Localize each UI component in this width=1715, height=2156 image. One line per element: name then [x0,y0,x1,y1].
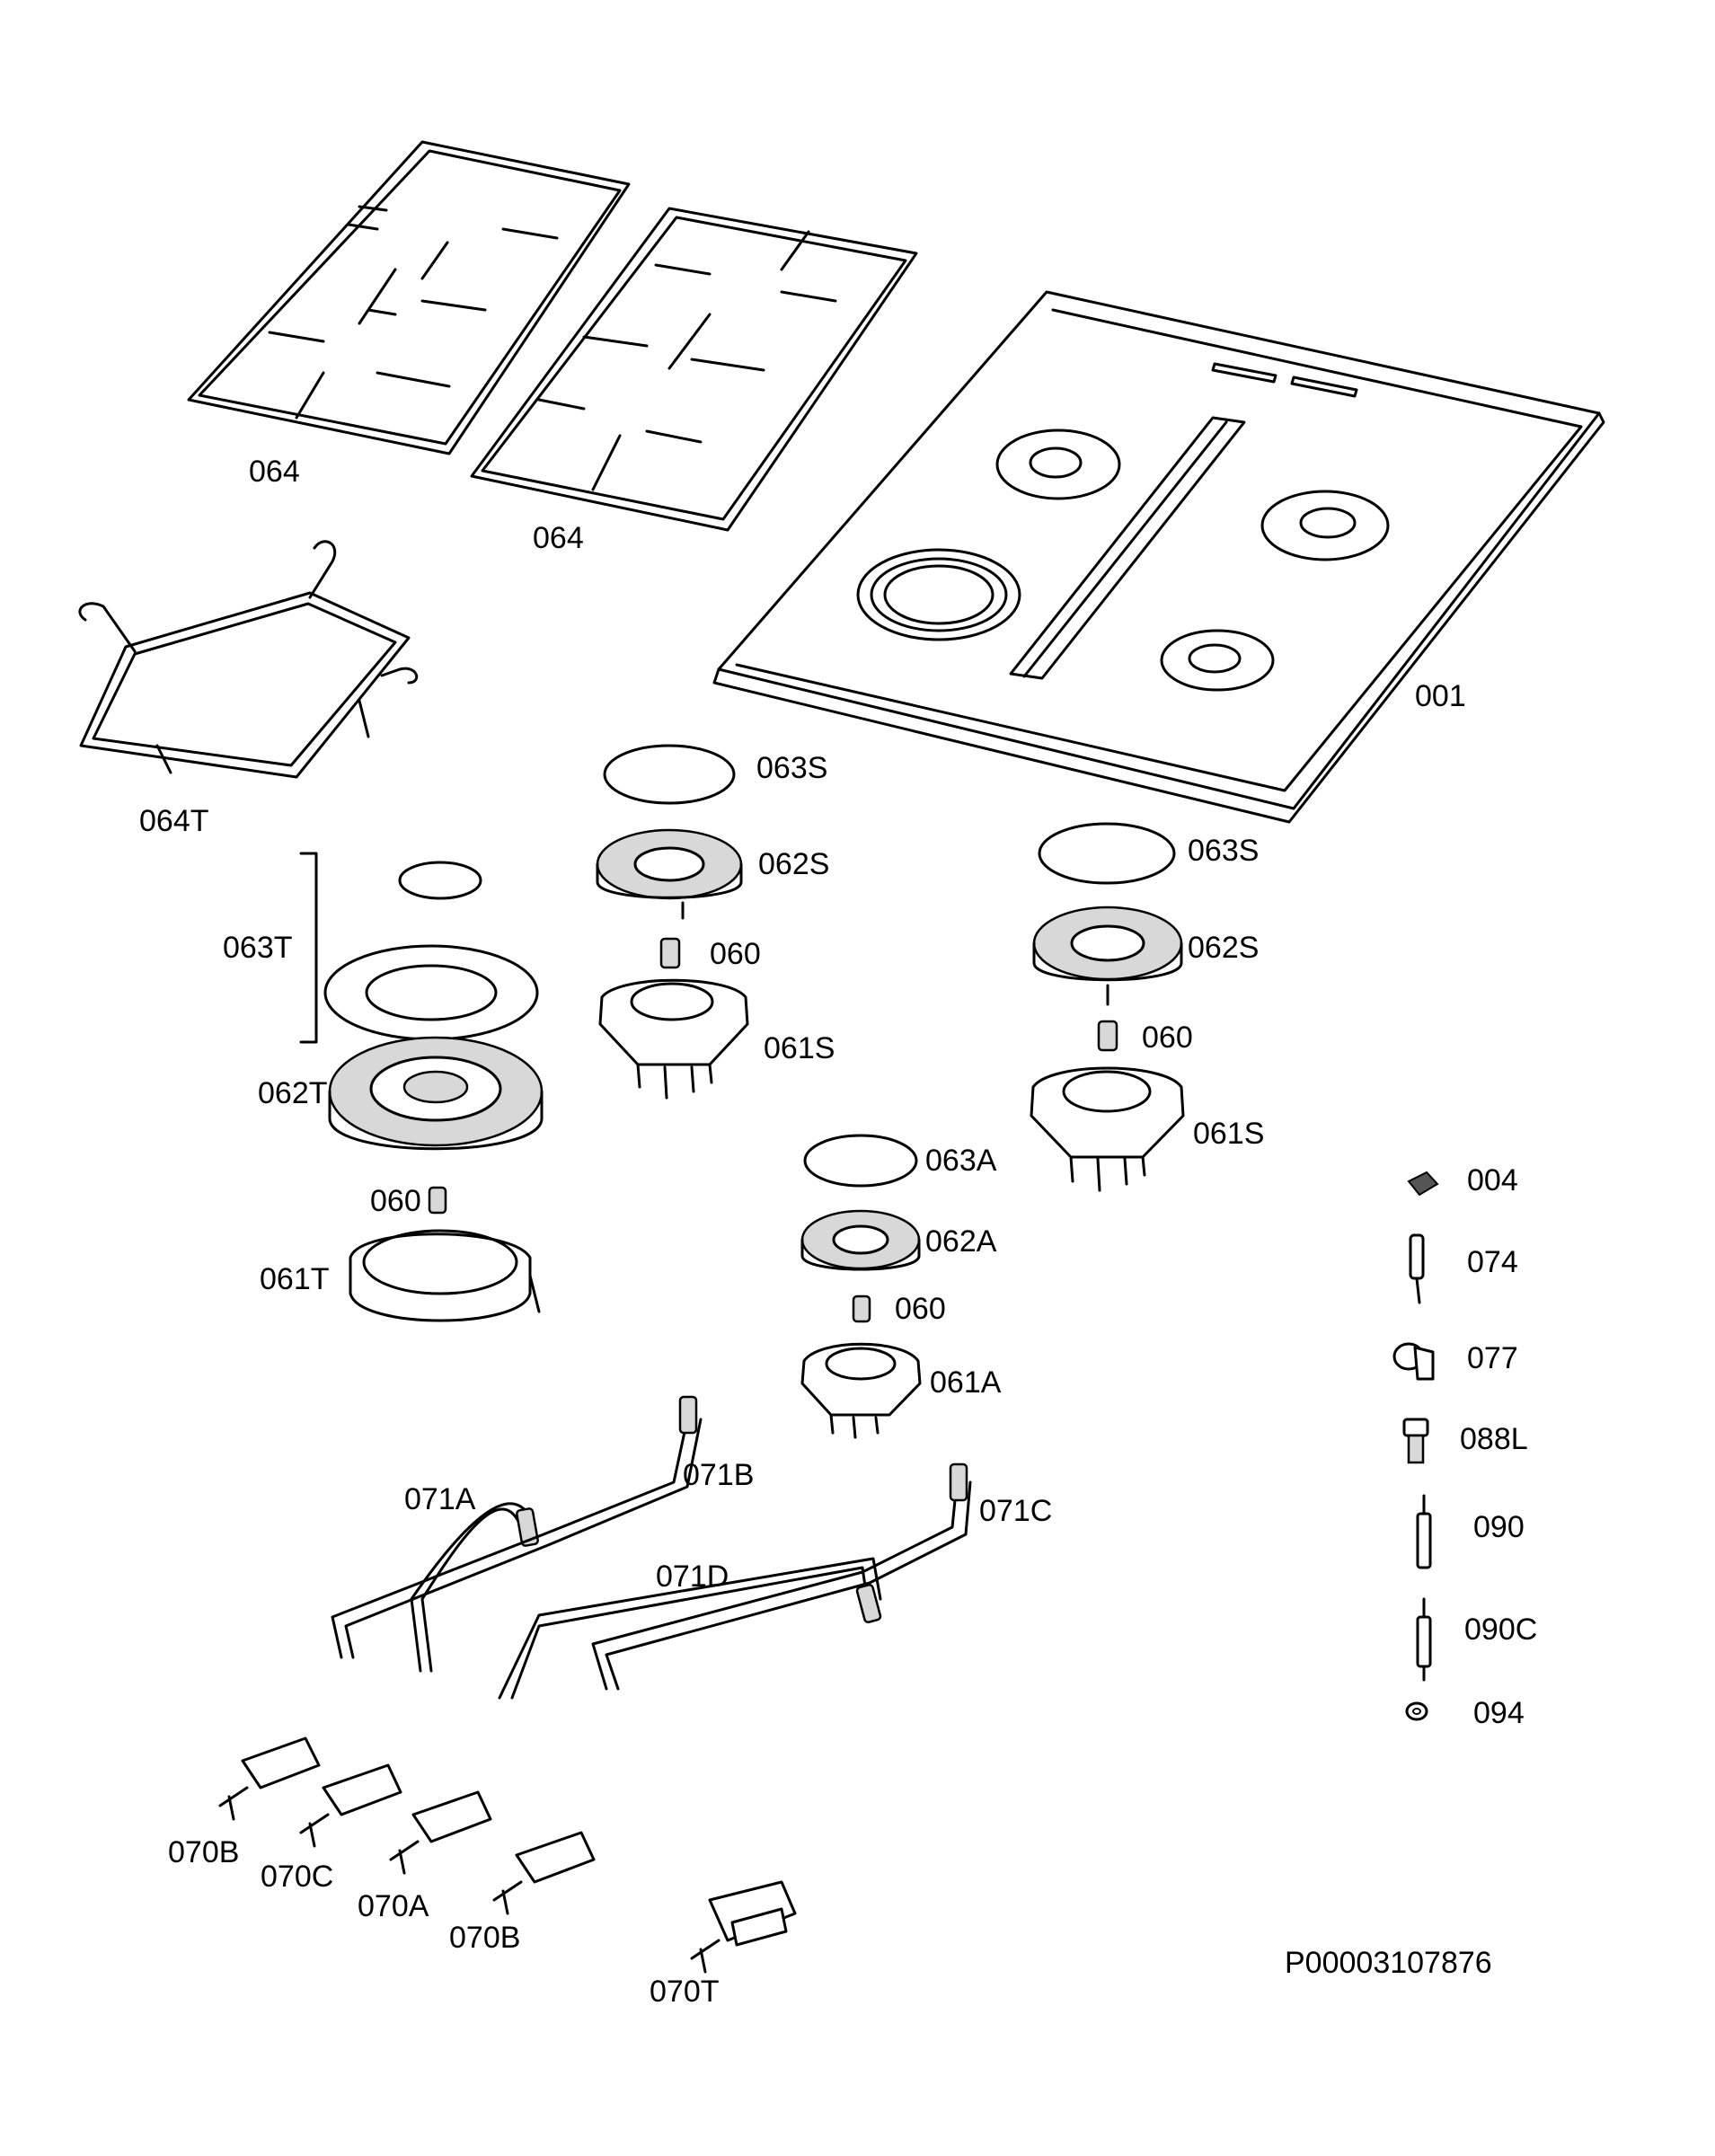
label-064-left: 064 [249,455,300,489]
gas-valve-070c [299,1763,402,1848]
pan-support-064-middle [470,207,918,532]
label-060-b: 060 [1142,1021,1193,1055]
burner-cap-063t-inner [398,861,482,900]
elbow-fitting-077 [1392,1342,1435,1381]
wok-support-064t [78,540,419,779]
label-074: 074 [1467,1245,1518,1279]
label-060-d: 060 [895,1292,946,1326]
label-090: 090 [1473,1510,1525,1544]
label-062t: 062T [258,1076,328,1110]
label-062s-right: 062S [1188,931,1260,965]
label-063s-right: 063S [1188,834,1260,868]
thermocouple-090c [1416,1597,1432,1682]
gas-valve-070t [690,1880,797,1974]
label-061s-left: 061S [764,1031,835,1065]
label-094: 094 [1473,1696,1525,1730]
injector-060-d [852,1294,871,1323]
label-064-middle: 064 [533,521,584,555]
gas-valve-070b-left [218,1736,321,1821]
thermocouple-090 [1416,1494,1432,1569]
label-063t: 063T [223,931,293,965]
label-063a: 063A [925,1144,997,1178]
nozzle-088l [1402,1418,1429,1464]
burner-cup-061a [800,1342,922,1439]
injector-060-a [659,937,681,969]
label-070b-left: 070B [168,1835,240,1869]
injector-060-b [1097,1020,1118,1052]
label-060-c: 060 [370,1184,421,1218]
injector-060-c [428,1186,447,1215]
gas-pipe-071b [331,1395,703,1659]
label-070a: 070A [358,1889,429,1923]
label-070c: 070C [261,1860,334,1894]
label-071a: 071A [404,1482,476,1516]
label-077: 077 [1467,1341,1518,1375]
drawing-number: P00003107876 [1285,1946,1492,1980]
label-071b: 071B [683,1458,755,1492]
gas-pipe-071c [591,1462,972,1691]
bracket-063t [299,852,318,1044]
burner-cup-061t [349,1229,541,1322]
label-071d: 071D [656,1560,729,1594]
burner-cap-063s-left [603,744,736,805]
label-071c: 071C [979,1494,1053,1528]
burner-cup-061s-right [1030,1066,1185,1192]
label-061s-right: 061S [1193,1117,1265,1151]
gas-pipe-071d [498,1557,882,1700]
label-061a: 061A [930,1365,1002,1400]
burner-crown-062s-left [596,828,743,920]
burner-cup-061s-left [598,978,749,1100]
label-064t: 064T [139,804,209,838]
ignition-plug-074 [1409,1233,1425,1304]
burner-cap-063a [803,1134,918,1188]
label-001: 001 [1415,679,1466,713]
label-090c: 090C [1464,1613,1538,1647]
label-062a: 062A [925,1224,997,1259]
burner-cap-063s-right [1038,822,1176,885]
gas-pipe-071a [410,1502,539,1673]
gas-valve-070a [389,1790,492,1875]
label-070b-right: 070B [449,1921,521,1955]
gas-valve-070b-right [492,1831,596,1915]
washer-094 [1405,1701,1428,1721]
label-062s-left: 062S [758,847,830,881]
burner-crown-062a [800,1209,921,1271]
label-061t: 061T [260,1262,330,1296]
hob-top-001 [712,290,1605,824]
burner-crown-062s-right [1032,906,1183,1006]
clip-004 [1407,1171,1439,1197]
label-004: 004 [1467,1163,1518,1197]
label-060-a: 060 [710,937,761,971]
pan-support-064-left [187,140,631,455]
label-070t: 070T [650,1975,720,2009]
label-088l: 088L [1460,1422,1528,1456]
label-063s-left: 063S [756,751,828,785]
burner-crown-062t [328,1036,544,1151]
burner-ring-063t-outer [323,944,539,1041]
